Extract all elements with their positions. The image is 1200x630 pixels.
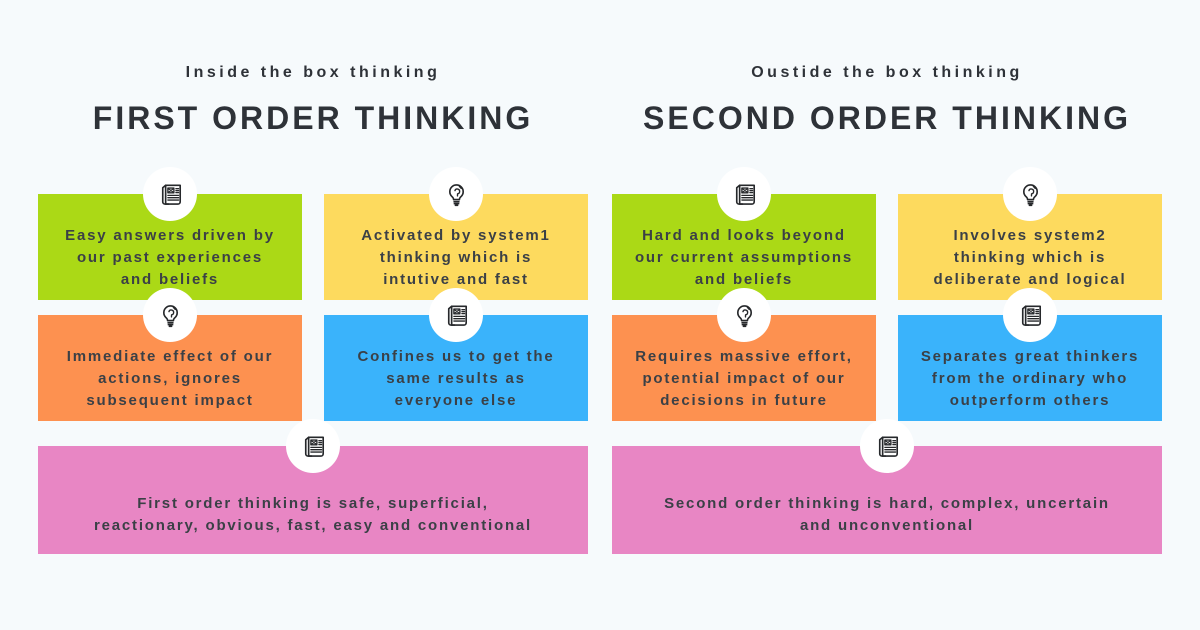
card-hard-looks-beyond: Hard and looks beyond our current assump… [612,167,876,300]
newspaper-icon [161,183,181,205]
card-confines-us: Confines us to get the same results as e… [324,288,588,421]
icon-badge [286,419,340,473]
icon-badge [429,167,483,221]
card-text: Confines us to get the same results as e… [357,348,555,409]
eyebrow-second-order: Oustide the box thinking [751,64,1023,81]
card-text: Separates great thinkers from the ordina… [920,348,1140,409]
card-system2: Involves system2 thinking which is delib… [898,167,1162,300]
newspaper-icon [1021,304,1041,326]
icon-badge [429,288,483,342]
summary-second-order: Second order thinking is hard, complex, … [612,419,1162,554]
card-separates-thinkers: Separates great thinkers from the ordina… [898,288,1162,421]
card-immediate-effect: Immediate effect of our actions, ignores… [38,288,302,421]
icon-badge [717,167,771,221]
column-second-order: Oustide the box thinking SECOND ORDER TH… [612,0,1162,630]
card-text: Requires massive effort, potential impac… [635,348,853,409]
icon-badge [143,288,197,342]
card-system1: Activated by system1 thinking which is i… [324,167,588,300]
card-grid-first-order: Easy answers driven by our past experien… [38,167,588,421]
summary-text: First order thinking is safe, superficia… [93,495,533,534]
lightbulb-icon [1022,183,1038,206]
card-easy-answers: Easy answers driven by our past experien… [38,167,302,300]
newspaper-icon [304,435,324,457]
title-first-order: FIRST ORDER THINKING [92,100,534,136]
card-grid-second-order: Hard and looks beyond our current assump… [612,167,1162,421]
icon-badge [143,167,197,221]
lightbulb-icon [736,304,752,327]
newspaper-icon [735,183,755,205]
icon-badge [1003,288,1057,342]
card-text: Activated by system1 thinking which is i… [361,227,551,288]
icon-badge [860,419,914,473]
card-text: Hard and looks beyond our current assump… [634,227,854,288]
icon-badge [1003,167,1057,221]
newspaper-icon [447,304,467,326]
column-first-order: Inside the box thinking FIRST ORDER THIN… [38,0,588,630]
eyebrow-first-order: Inside the box thinking [185,64,441,81]
summary-text: Second order thinking is hard, complex, … [664,495,1110,534]
card-text: Involves system2 thinking which is delib… [933,227,1127,288]
newspaper-icon [878,435,898,457]
card-text: Easy answers driven by our past experien… [65,227,275,288]
title-second-order: SECOND ORDER THINKING [643,100,1131,136]
icon-badge [717,288,771,342]
lightbulb-icon [448,183,464,206]
summary-first-order: First order thinking is safe, superficia… [38,419,588,554]
lightbulb-icon [162,304,178,327]
card-massive-effort: Requires massive effort, potential impac… [612,288,876,421]
card-text: Immediate effect of our actions, ignores… [66,348,274,409]
